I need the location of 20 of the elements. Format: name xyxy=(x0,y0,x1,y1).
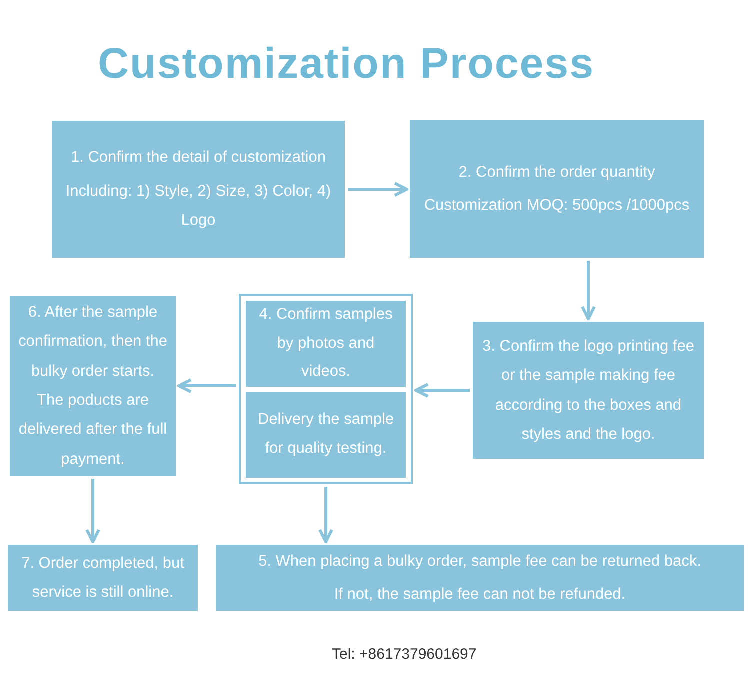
contact-text: Tel: +8617379601697 xyxy=(332,646,477,663)
process-box: 3. Confirm the logo printing fee or the sample making fee according to the boxes and styles and the logo. xyxy=(473,322,704,459)
arrow xyxy=(178,378,236,394)
box-heading: 5. When placing a bulky order, sample fee can be returned back. xyxy=(258,552,702,572)
process-box: 4. Confirm samples by photos and videos. xyxy=(246,301,406,387)
process-box: 6. After the sample confirmation, then the bulky order starts. The poducts are delivered after the full payment. xyxy=(10,296,176,476)
arrow xyxy=(581,261,596,320)
arrow xyxy=(318,487,334,544)
box-text: Customization MOQ: 500pcs /1000pcs xyxy=(424,196,690,216)
arrow xyxy=(86,479,100,544)
box-text: If not, the sample fee can not be refunded. xyxy=(334,585,626,605)
box-heading: 2. Confirm the order quantity xyxy=(458,162,656,183)
process-box: 7. Order completed, but service is still online. xyxy=(8,545,198,611)
title: Customization Process xyxy=(98,40,594,89)
box-heading: 1. Confirm the detail of customization xyxy=(70,148,326,168)
arrow xyxy=(414,383,470,398)
process-box: Delivery the sample for quality testing. xyxy=(246,392,406,478)
group-box xyxy=(239,294,413,484)
box-text: Including: 1) Style, 2) Size, 3) Color, 4) Logo xyxy=(64,182,332,232)
arrow xyxy=(348,182,408,197)
